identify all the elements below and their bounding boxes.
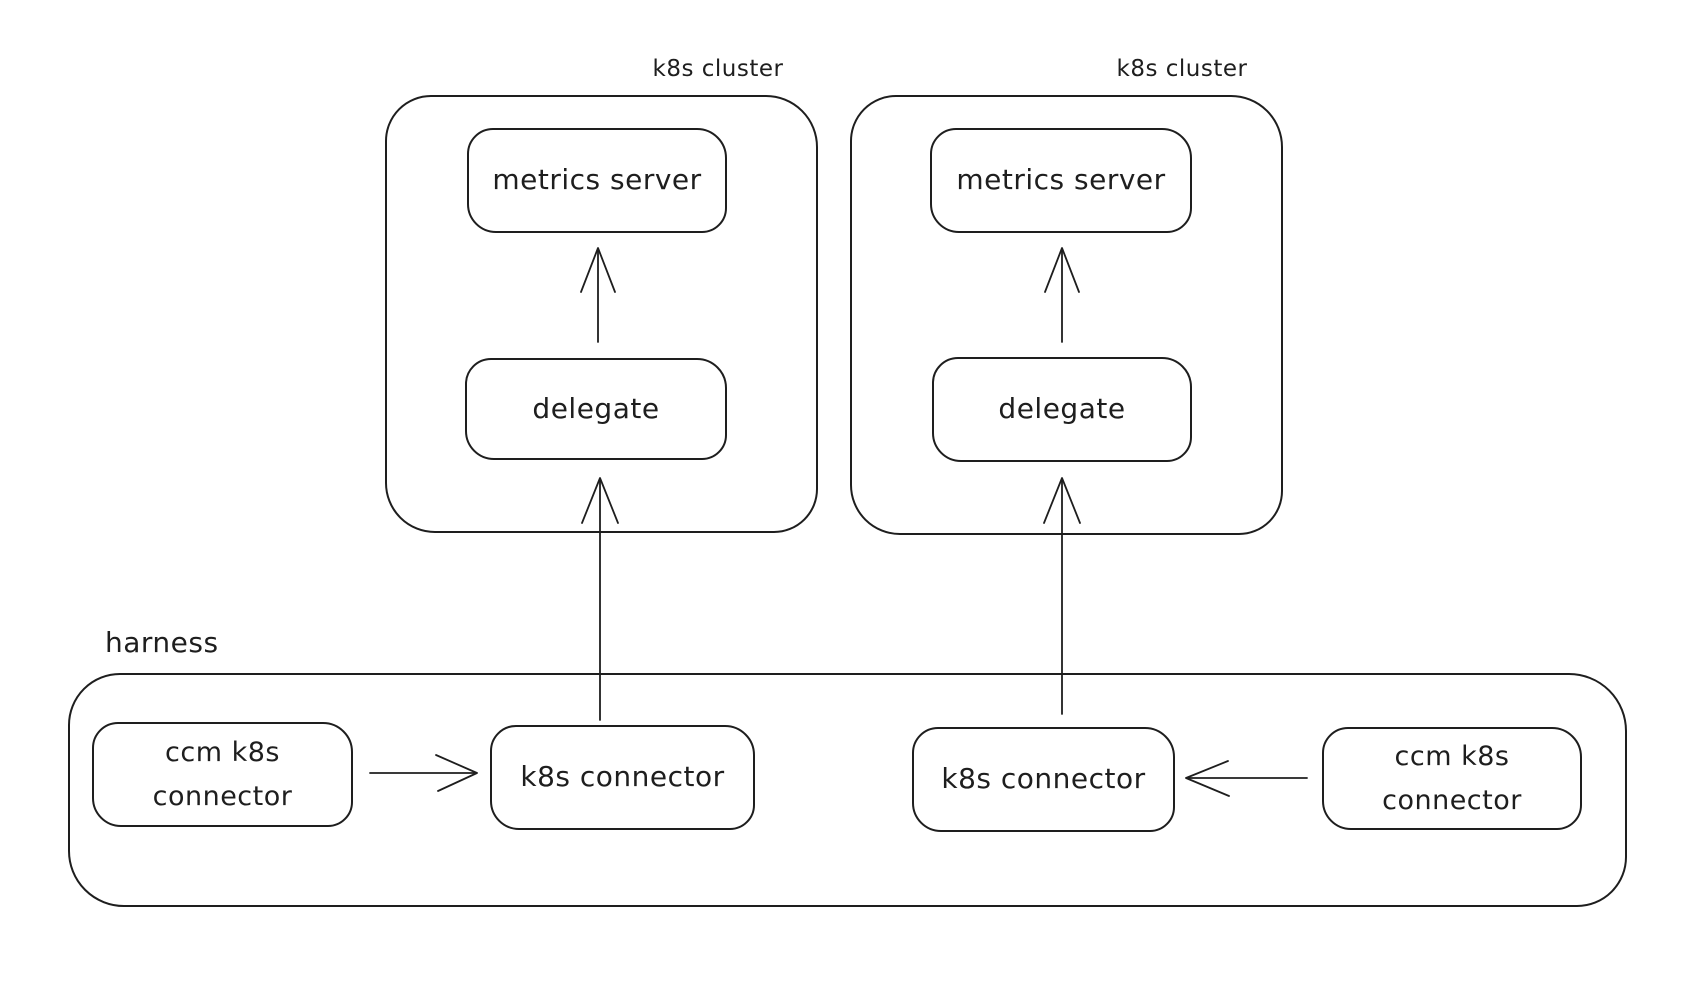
delegate-node-right: delegate — [932, 357, 1192, 462]
metrics-server-node-right: metrics server — [930, 128, 1192, 233]
cluster-left-label: k8s cluster — [652, 56, 784, 82]
ccm-k8s-connector-node-right: ccm k8s connector — [1322, 727, 1582, 830]
delegate-node-left: delegate — [465, 358, 727, 460]
ccm-k8s-connector-node-left: ccm k8s connector — [92, 722, 353, 827]
k8s-connector-node-right: k8s connector — [912, 727, 1175, 832]
harness-label: harness — [105, 626, 219, 659]
cluster-right-label: k8s cluster — [1116, 56, 1248, 82]
metrics-server-node-left: metrics server — [467, 128, 727, 233]
k8s-connector-node-left: k8s connector — [490, 725, 755, 830]
